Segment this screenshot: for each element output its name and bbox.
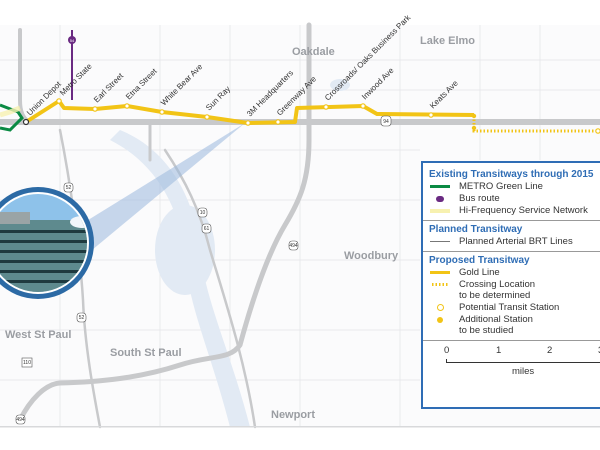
svg-text:61: 61 — [204, 226, 210, 232]
gold-line-swatch-icon — [430, 271, 450, 274]
scale-tick-label: 3 — [598, 345, 600, 356]
legend-bus-route: Bus route — [429, 193, 600, 204]
legend-label: Gold Line — [459, 267, 500, 278]
svg-text:110: 110 — [23, 360, 31, 366]
legend-green-line: METRO Green Line — [429, 181, 600, 192]
legend-label: METRO Green Line — [459, 181, 543, 192]
scale-line — [446, 359, 600, 363]
svg-text:West St Paul: West St Paul — [5, 329, 71, 341]
svg-text:South St Paul: South St Paul — [110, 347, 182, 359]
scale-tick-label: 1 — [496, 345, 502, 356]
scale-tick-label: 2 — [547, 345, 553, 356]
open-circle-icon — [436, 304, 444, 311]
stations — [22, 98, 600, 134]
legend-gold-line: Gold Line — [429, 267, 600, 278]
legend-existing-title: Existing Transitways through 2015 — [429, 169, 594, 180]
bus-route-shield — [68, 36, 76, 44]
legend-label: Bus route — [459, 193, 500, 204]
svg-text:494: 494 — [16, 417, 25, 423]
scale-unit: miles — [512, 366, 535, 377]
legend-planned-title: Planned Transitway — [429, 224, 523, 235]
svg-text:94: 94 — [383, 119, 389, 125]
svg-text:52: 52 — [79, 315, 85, 321]
route-shields: 94 494 52 10 61 52 110 494 — [15, 115, 392, 425]
bus-shield-icon — [436, 195, 444, 202]
legend-divider — [423, 251, 600, 252]
svg-text:Woodbury: Woodbury — [344, 250, 399, 262]
legend-hi-frequency: Hi-Frequency Service Network — [429, 205, 600, 216]
photo-callout — [0, 187, 94, 299]
crossing-location-line — [472, 116, 600, 133]
svg-text:52: 52 — [66, 185, 72, 191]
legend-label: Hi-Frequency Service Network — [459, 205, 588, 216]
map-bottom-border — [0, 426, 600, 428]
hi-frequency-line — [0, 105, 21, 118]
svg-text:494: 494 — [289, 243, 298, 249]
scale-tick-label: 0 — [444, 345, 450, 356]
town-labels: Oakdale Lake Elmo Woodbury West St Paul … — [5, 35, 475, 421]
i494-road — [17, 22, 312, 423]
scale-bar: 0 1 2 3 miles — [429, 345, 600, 381]
legend-potential-station: Potential Transit Station — [429, 302, 600, 313]
svg-text:Newport: Newport — [271, 409, 315, 421]
legend-label: Planned Arterial BRT Lines — [459, 236, 573, 247]
svg-text:Oakdale: Oakdale — [292, 46, 335, 58]
additional-stations — [471, 113, 477, 131]
legend-label: Potential Transit Station — [459, 302, 560, 313]
legend-divider — [423, 220, 600, 221]
green-line-swatch-icon — [430, 185, 450, 188]
brt-swatch-icon — [430, 241, 450, 242]
map-legend: Existing Transitways through 2015 METRO … — [421, 161, 600, 409]
bus-route-number: 54 — [70, 38, 75, 43]
legend-divider — [423, 340, 600, 341]
callout-cone — [80, 123, 245, 255]
svg-text:10: 10 — [200, 210, 206, 216]
water — [110, 79, 350, 427]
legend-brt: Planned Arterial BRT Lines — [429, 236, 600, 247]
filled-circle-icon — [437, 316, 443, 323]
legend-proposed-title: Proposed Transitway — [429, 255, 530, 266]
svg-text:Lake Elmo: Lake Elmo — [420, 35, 475, 47]
crossing-swatch-icon — [432, 283, 448, 286]
hi-frequency-swatch-icon — [430, 208, 450, 213]
